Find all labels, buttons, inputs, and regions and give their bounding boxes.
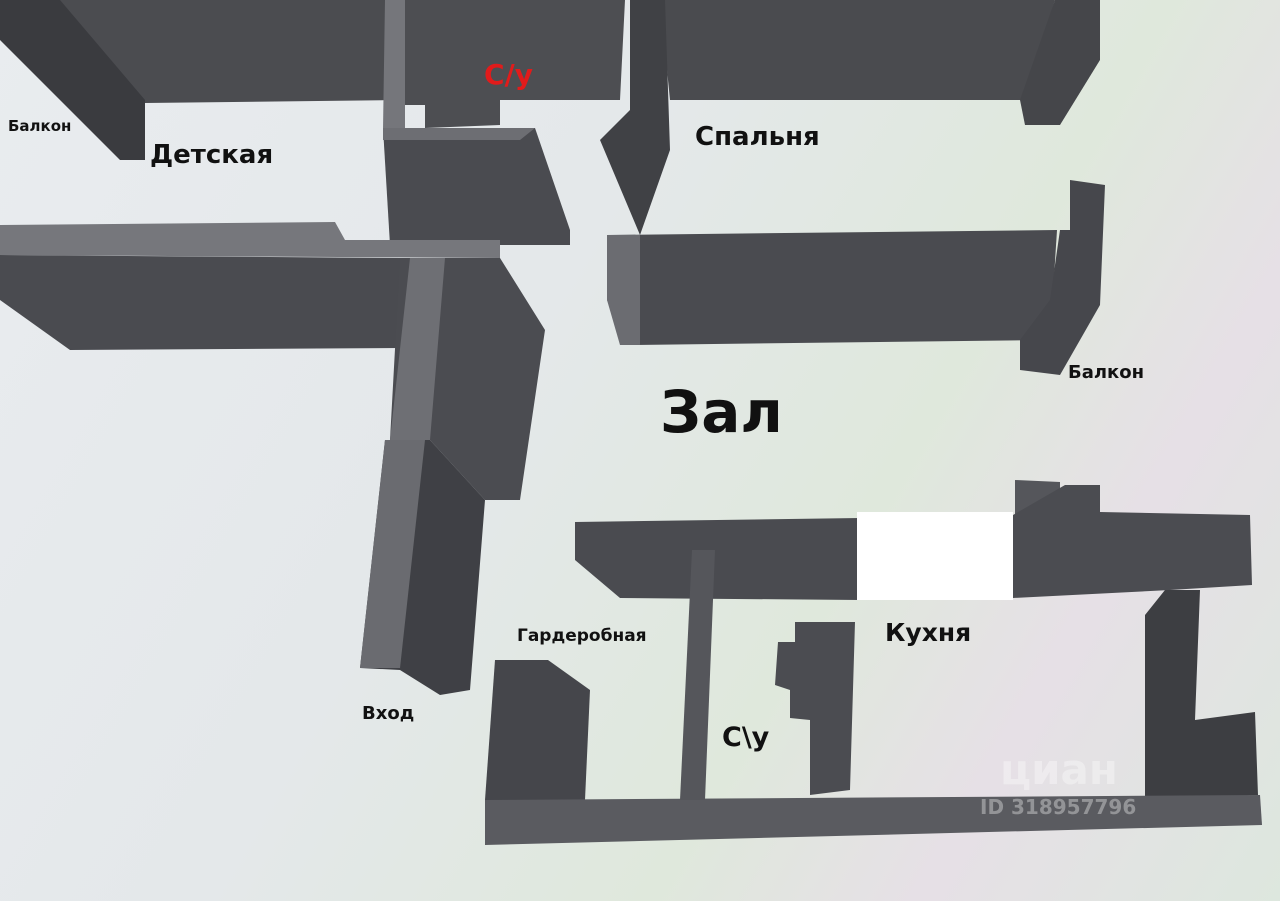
wall-wc-bottom xyxy=(775,622,855,795)
wall-bedroom-left xyxy=(600,0,670,235)
wall-bedroom-bottom xyxy=(607,230,1057,345)
masked-area xyxy=(857,512,1013,600)
wall-left-slant xyxy=(0,0,145,160)
room-label-balcony-right: Балкон xyxy=(1068,362,1145,383)
wc-block xyxy=(383,128,570,245)
room-label-bedroom: Спальня xyxy=(695,122,820,152)
room-label-wc-bottom: С\у xyxy=(722,722,770,753)
wall-top-right xyxy=(660,0,1055,100)
room-label-balcony-left: Балкон xyxy=(8,117,72,135)
wall-corridor-upper-side xyxy=(390,258,445,440)
wall-top-left xyxy=(60,0,400,103)
wall-top-wc xyxy=(400,0,625,128)
watermark-brand: циан xyxy=(1000,745,1118,794)
room-label-kitchen: Кухня xyxy=(885,618,972,647)
wall-bottom xyxy=(485,795,1262,845)
room-label-entrance: Вход xyxy=(362,703,415,724)
watermark-id: ID 318957796 xyxy=(980,795,1137,819)
wall-kitchen-top xyxy=(575,518,860,600)
wall-kitchen-top-right xyxy=(1013,485,1252,598)
wall-right-column xyxy=(1020,0,1100,125)
walls xyxy=(0,0,1262,845)
wall-bedroom-bottom-side xyxy=(607,235,640,345)
wall-balcony-right xyxy=(1020,180,1105,375)
wall-wardrobe-partition xyxy=(680,550,715,800)
wall-corridor-lower-side xyxy=(360,440,425,668)
wall-top-wc-side xyxy=(383,0,405,130)
room-label-wardrobe: Гардеробная xyxy=(517,626,647,646)
wc-block-top xyxy=(383,128,535,140)
wall-wardrobe-left xyxy=(485,660,590,845)
wall-middle-left-top xyxy=(0,222,500,258)
wall-kitchen-right xyxy=(1145,590,1258,800)
room-label-kids-room: Детская xyxy=(150,140,274,170)
room-label-hall: Зал xyxy=(660,378,783,446)
wall-middle-left xyxy=(0,255,400,350)
room-label-wc-top: С/у xyxy=(484,58,534,91)
